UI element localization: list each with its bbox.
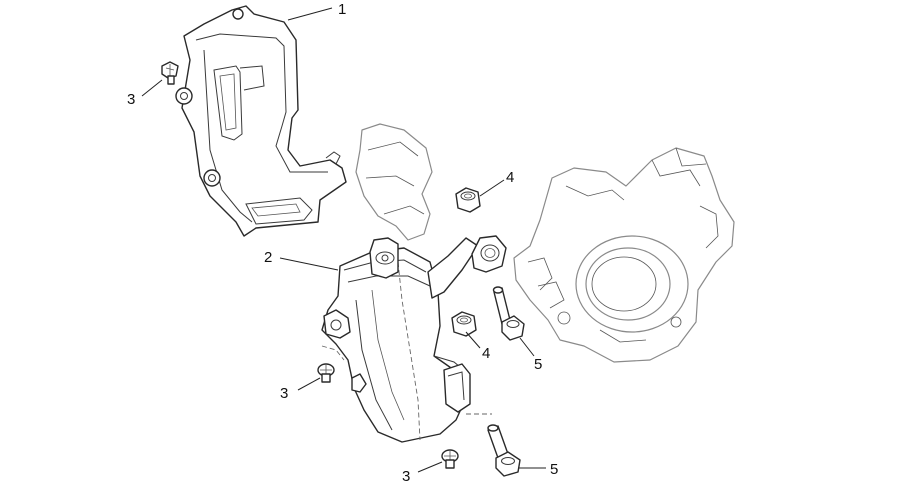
callout-3-bottom: 3 (402, 468, 410, 484)
leader-1 (287, 7, 333, 21)
part-2-actuator-housing (321, 235, 507, 443)
callout-3-middle: 3 (280, 385, 288, 402)
part-3-screw-middle (317, 363, 335, 383)
leader-3-top (141, 79, 163, 97)
throttle-body (513, 147, 735, 363)
part-4-nut-lower (451, 311, 477, 337)
callout-3-top: 3 (127, 91, 135, 108)
part-5-bolt-lower (487, 424, 521, 477)
leader-2 (279, 257, 339, 271)
assembly-line-left (321, 345, 345, 361)
callout-4-upper: 4 (506, 169, 514, 186)
part-3-screw-bottom (441, 449, 459, 469)
callout-5-lower: 5 (550, 461, 558, 478)
leader-3-middle (297, 377, 321, 391)
callout-1: 1 (338, 1, 346, 18)
leader-4-lower (465, 331, 481, 349)
part-3-screw-top (161, 61, 179, 85)
leader-5-upper (519, 337, 535, 357)
callout-4-lower: 4 (482, 345, 490, 362)
part-5-bolt-upper (492, 286, 525, 341)
callout-5-upper: 5 (534, 356, 542, 373)
part-1-cover (175, 5, 347, 237)
part-4-nut-upper (455, 187, 481, 213)
leader-4-upper (479, 179, 505, 197)
leader-3-bottom (417, 461, 443, 473)
callout-2: 2 (264, 249, 272, 266)
background-cam-segment (355, 123, 433, 241)
